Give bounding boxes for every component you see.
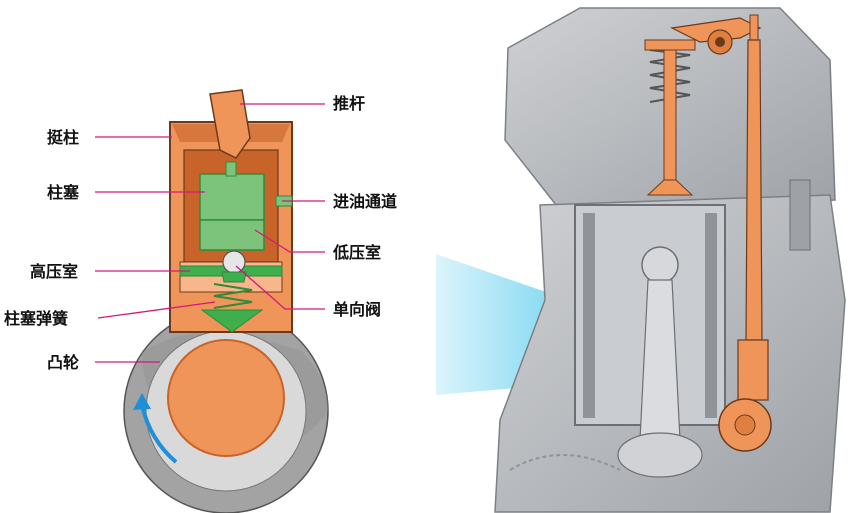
plunger-spring (200, 283, 264, 333)
check-valve (221, 250, 247, 283)
cam-rotation-arrow-icon (133, 393, 178, 464)
label-cam: 凸轮 (47, 353, 79, 372)
label-plunger-spring: 柱塞弹簧 (4, 309, 68, 328)
label-check-valve: 单向阀 (333, 300, 381, 319)
label-high-pressure-chamber: 高压室 (30, 262, 78, 281)
label-low-pressure-chamber: 低压室 (332, 243, 381, 262)
label-plunger: 柱塞 (47, 183, 80, 202)
label-push-rod: 推杆 (333, 94, 365, 113)
label-tappet: 挺柱 (47, 128, 79, 147)
cam (123, 308, 329, 513)
leader-lines (95, 103, 325, 363)
label-oil-passage: 进油通道 (333, 192, 397, 211)
engine-cutaway (494, 7, 846, 513)
push-rod (209, 89, 251, 159)
